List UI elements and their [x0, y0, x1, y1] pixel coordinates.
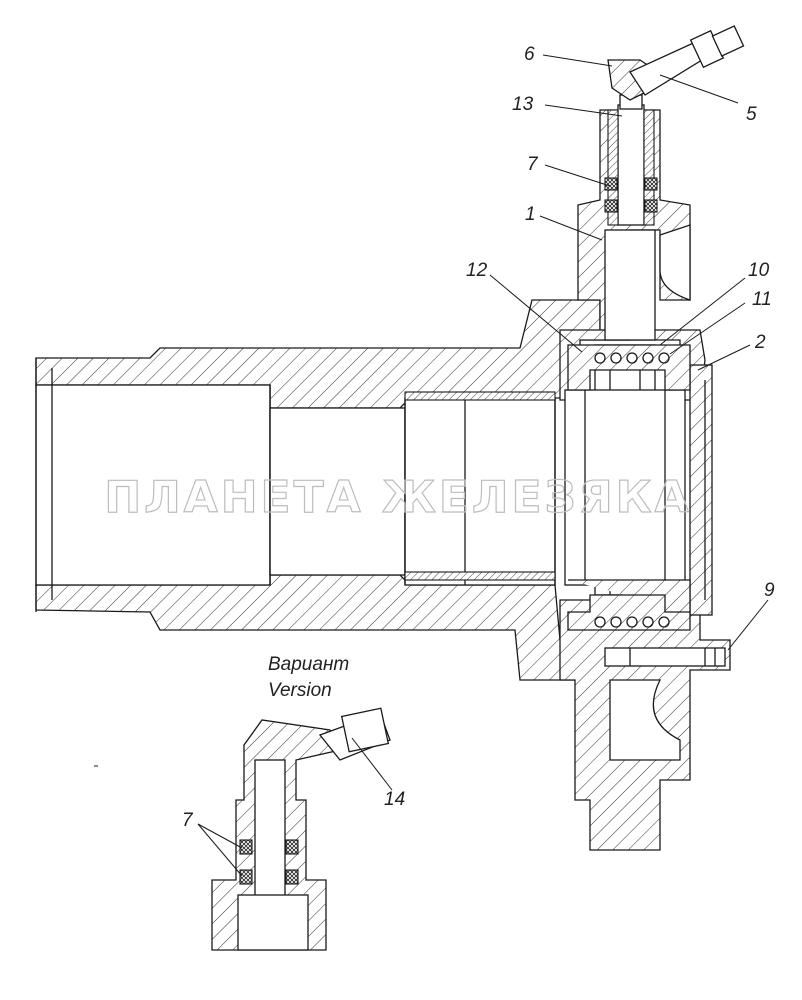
variant-inset [94, 707, 391, 951]
callout-labels: 6 5 13 7 1 12 10 11 2 9 14 7 [182, 44, 775, 831]
callout-5: 5 [746, 104, 757, 125]
callout-7-top: 7 [527, 154, 539, 175]
callout-12: 12 [466, 260, 488, 281]
grease-fitting [604, 25, 745, 226]
callout-14: 14 [384, 789, 405, 810]
variant-caption: Вариант Version [268, 654, 349, 701]
leader-lines [197, 54, 769, 877]
callout-6: 6 [524, 44, 535, 65]
callout-1: 1 [525, 204, 536, 225]
callout-9: 9 [764, 580, 775, 601]
callout-10: 10 [748, 260, 770, 281]
callout-13: 13 [512, 94, 534, 115]
callout-2: 2 [754, 332, 766, 353]
watermark-text: ПЛАНЕТА ЖЕЛЕЗЯКА [104, 472, 691, 523]
variant-caption-en: Version [268, 680, 332, 701]
variant-caption-ru: Вариант [268, 654, 349, 675]
callout-11: 11 [752, 289, 772, 310]
callout-7-variant: 7 [182, 810, 194, 831]
axle-tube [35, 299, 601, 681]
